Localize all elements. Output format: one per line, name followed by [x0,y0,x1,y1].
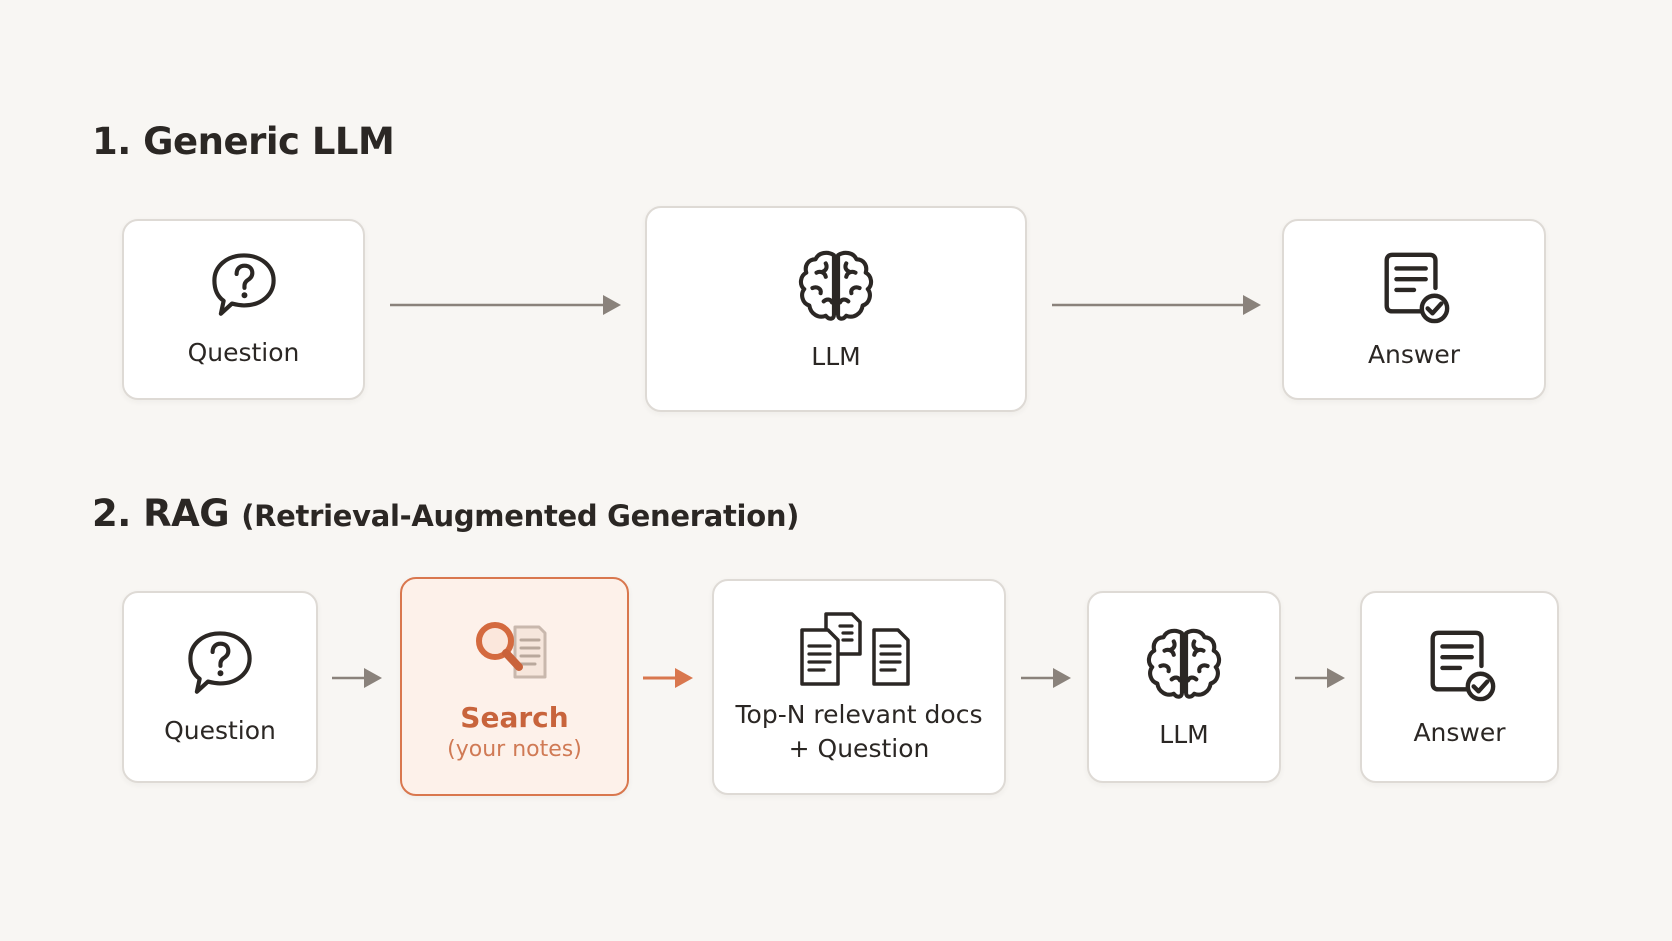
rag-subtitle: (Retrieval-Augmented Generation) [241,499,800,533]
arrow-rag-docs-to-llm [1021,668,1071,688]
arrow-rag-llm-to-answer [1295,668,1345,688]
rag-search-node: Search (your notes) [400,577,629,796]
document-check-icon [1375,247,1453,325]
rag-docs-line1: Top-N relevant docs [735,700,983,730]
generic-answer-label: Answer [1367,340,1461,370]
search-documents-icon [465,610,565,690]
documents-stack-icon [794,608,924,688]
generic-question-label: Question [187,338,300,368]
arrow-generic-question-to-llm [390,295,621,315]
rag-answer-label: Answer [1413,717,1506,747]
rag-search-sublabel: (your notes) [447,736,582,762]
generic-answer-node: Answer [1282,219,1546,400]
section-title-rag: 2. RAG (Retrieval-Augmented Generation) [92,492,799,535]
brain-icon [1143,623,1225,705]
rag-title: 2. RAG [92,492,230,535]
generic-llm-label: LLM [811,341,861,371]
rag-llm-node: LLM [1087,591,1281,783]
rag-answer-node: Answer [1360,591,1559,783]
rag-question-node: Question [122,591,318,783]
rag-question-label: Question [164,715,276,745]
rag-docs-line2: + Question [788,734,930,763]
generic-llm-node: LLM [645,206,1027,412]
generic-question-node: Question [122,219,365,400]
arrow-rag-question-to-search [332,668,382,688]
rag-llm-label: LLM [1159,719,1209,749]
brain-icon [795,245,877,327]
rag-docs-node: Top-N relevant docs + Question [712,579,1006,795]
arrow-generic-llm-to-answer [1052,295,1261,315]
document-check-icon [1421,625,1499,703]
rag-docs-label: Top-N relevant docs + Question [736,698,983,766]
arrow-rag-search-to-docs [643,668,693,688]
question-bubble-icon [207,249,281,323]
question-bubble-icon [183,627,257,701]
section-title-generic-llm: 1. Generic LLM [92,120,395,163]
rag-search-label: Search [460,701,569,735]
